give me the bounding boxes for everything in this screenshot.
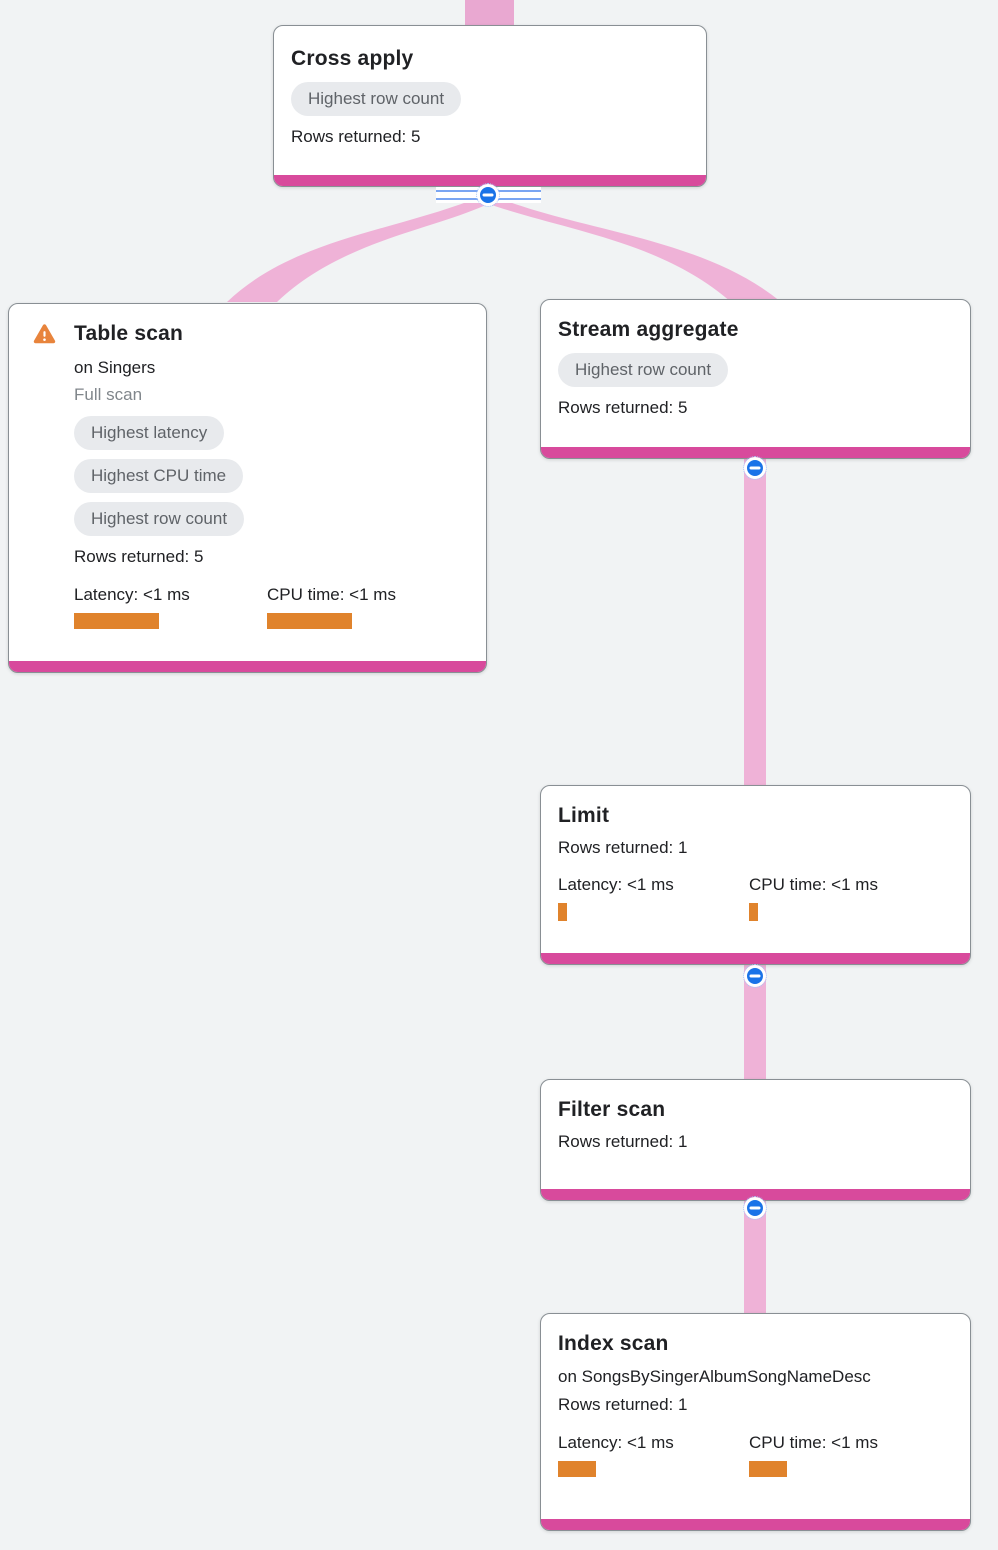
node-title: Limit xyxy=(558,804,610,827)
collapse-button-limit[interactable] xyxy=(743,964,767,988)
node-accent-bar xyxy=(541,1519,970,1530)
node-title: Filter scan xyxy=(558,1098,666,1121)
node-subtitle: on SongsBySingerAlbumSongNameDesc xyxy=(558,1367,871,1386)
node-accent-bar xyxy=(9,661,486,672)
cpu-time-bar xyxy=(749,1461,787,1477)
rows-returned: Rows returned: 5 xyxy=(558,398,688,417)
node-title: Index scan xyxy=(558,1332,669,1355)
rows-returned: Rows returned: 1 xyxy=(558,1132,688,1151)
cpu-time-bar xyxy=(749,903,758,921)
node-cross-apply[interactable]: Cross apply Highest row count Rows retur… xyxy=(273,25,707,187)
metrics-row: Latency: <1 ms CPU time: <1 ms xyxy=(558,873,954,921)
badge-highest-cpu-time: Highest CPU time xyxy=(74,459,244,493)
collapse-button-cross-apply[interactable] xyxy=(476,183,500,207)
edge-filter-to-index xyxy=(744,1197,766,1317)
node-note: Full scan xyxy=(74,385,143,404)
badge-highest-row-count: Highest row count xyxy=(558,353,729,387)
badge-highest-row-count: Highest row count xyxy=(74,502,245,536)
node-title: Cross apply xyxy=(291,47,414,70)
node-index-scan[interactable]: Index scan on SongsBySingerAlbumSongName… xyxy=(540,1313,971,1531)
collapse-button-stream-aggregate[interactable] xyxy=(743,456,767,480)
node-subtitle: on Singers xyxy=(74,358,156,377)
badge-highest-latency: Highest latency xyxy=(74,416,225,450)
rows-returned: Rows returned: 5 xyxy=(74,547,204,566)
edge-into-cross-apply xyxy=(465,0,514,27)
node-accent-bar xyxy=(541,953,970,964)
node-title: Stream aggregate xyxy=(558,318,739,341)
node-filter-scan[interactable]: Filter scan Rows returned: 1 xyxy=(540,1079,971,1201)
minus-icon xyxy=(749,466,761,470)
metrics-row: Latency: <1 ms CPU time: <1 ms xyxy=(558,1431,954,1477)
badge-highest-row-count: Highest row count xyxy=(291,82,462,116)
rows-returned: Rows returned: 5 xyxy=(291,127,421,146)
latency-bar xyxy=(74,613,159,629)
rows-returned: Rows returned: 1 xyxy=(558,838,688,857)
node-title: Table scan xyxy=(74,322,183,345)
rows-returned: Rows returned: 1 xyxy=(558,1395,688,1414)
cpu-time-label: CPU time: <1 ms xyxy=(267,585,396,604)
node-limit[interactable]: Limit Rows returned: 1 Latency: <1 ms CP… xyxy=(540,785,971,965)
cpu-time-label: CPU time: <1 ms xyxy=(749,875,878,894)
edge-limit-to-filter xyxy=(744,961,766,1083)
node-stream-aggregate[interactable]: Stream aggregate Highest row count Rows … xyxy=(540,299,971,459)
collapse-button-filter-scan[interactable] xyxy=(743,1196,767,1220)
edge-stream-to-limit xyxy=(744,455,766,790)
warning-icon xyxy=(31,321,58,353)
latency-bar xyxy=(558,903,567,921)
node-accent-bar xyxy=(541,447,970,458)
cpu-time-bar xyxy=(267,613,352,629)
minus-icon xyxy=(482,193,494,197)
latency-label: Latency: <1 ms xyxy=(74,585,190,604)
latency-label: Latency: <1 ms xyxy=(558,875,674,894)
latency-label: Latency: <1 ms xyxy=(558,1433,674,1452)
badge-stack: Highest latency Highest CPU time Highest… xyxy=(74,416,470,536)
node-table-scan[interactable]: Table scan on Singers Full scan Highest … xyxy=(8,303,487,673)
metrics-row: Latency: <1 ms CPU time: <1 ms xyxy=(74,583,470,629)
node-accent-bar xyxy=(541,1189,970,1200)
latency-bar xyxy=(558,1461,596,1477)
edge-cross-to-stream-aggregate xyxy=(486,200,781,302)
edge-cross-to-table-scan xyxy=(227,200,490,302)
minus-icon xyxy=(749,1206,761,1210)
cpu-time-label: CPU time: <1 ms xyxy=(749,1433,878,1452)
minus-icon xyxy=(749,974,761,978)
node-accent-bar xyxy=(274,175,706,186)
